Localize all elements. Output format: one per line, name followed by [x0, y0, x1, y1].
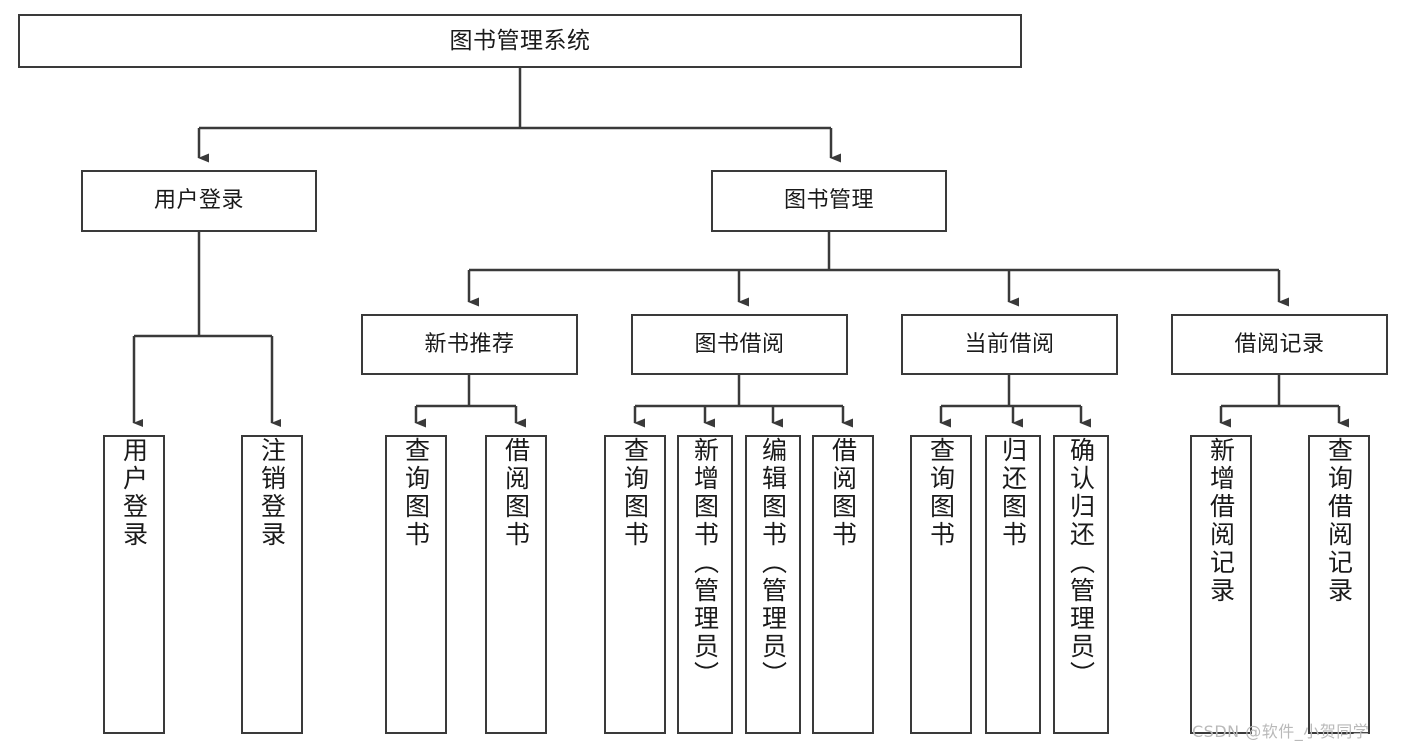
current-borrow-to-leaves-connectors — [939, 375, 1091, 428]
leaf-query-books-current[interactable]: 查询图书 — [910, 435, 972, 734]
node-label: 编辑图书（管理员） — [758, 437, 788, 689]
leaf-borrow-books-newbook[interactable]: 借阅图书 — [485, 435, 547, 734]
leaf-user-login[interactable]: 用户登录 — [103, 435, 165, 734]
node-new-book-recommendation[interactable]: 新书推荐 — [361, 314, 578, 375]
node-label: 注销登录 — [257, 437, 287, 549]
leaf-return-books[interactable]: 归还图书 — [985, 435, 1041, 734]
node-label: 用户登录 — [153, 188, 244, 213]
node-label: 归还图书 — [998, 437, 1028, 549]
node-label: 查询图书 — [620, 437, 650, 549]
leaf-add-book-admin[interactable]: 新增图书（管理员） — [677, 435, 733, 734]
node-label: 借阅图书 — [828, 437, 858, 549]
root-to-level2-connectors — [197, 68, 841, 163]
node-label: 图书管理系统 — [449, 27, 591, 54]
node-book-borrowing[interactable]: 图书借阅 — [631, 314, 848, 375]
leaf-logout[interactable]: 注销登录 — [241, 435, 303, 734]
node-label: 确认归还（管理员） — [1066, 437, 1096, 689]
node-label: 查询借阅记录 — [1324, 437, 1354, 605]
leaf-query-borrow-record[interactable]: 查询借阅记录 — [1308, 435, 1370, 734]
leaf-confirm-return-admin[interactable]: 确认归还（管理员） — [1053, 435, 1109, 734]
borrow-record-to-leaves-connectors — [1219, 375, 1349, 428]
leaf-query-books-borrowing[interactable]: 查询图书 — [604, 435, 666, 734]
node-label: 当前借阅 — [964, 331, 1055, 357]
node-label: 图书借阅 — [694, 331, 785, 357]
node-root-book-management-system[interactable]: 图书管理系统 — [18, 14, 1022, 68]
csdn-watermark: CSDN @软件_小贺同学 — [1192, 722, 1370, 741]
node-label: 借阅图书 — [501, 437, 531, 549]
node-label: 用户登录 — [119, 437, 149, 549]
node-label: 查询图书 — [401, 437, 431, 549]
new-book-to-leaves-connectors — [414, 375, 526, 428]
leaf-edit-book-admin[interactable]: 编辑图书（管理员） — [745, 435, 801, 734]
node-user-login[interactable]: 用户登录 — [81, 170, 317, 232]
node-label: 图书管理 — [783, 188, 874, 213]
book-borrow-to-leaves-connectors — [633, 375, 853, 428]
node-label: 借阅记录 — [1234, 331, 1325, 357]
leaf-query-books-newbook[interactable]: 查询图书 — [385, 435, 447, 734]
user-login-to-leaves-connectors — [132, 232, 281, 427]
node-borrowing-records[interactable]: 借阅记录 — [1171, 314, 1388, 375]
node-book-management[interactable]: 图书管理 — [711, 170, 947, 232]
node-label: 查询图书 — [926, 437, 956, 549]
leaf-borrow-books-borrowing[interactable]: 借阅图书 — [812, 435, 874, 734]
node-label: 新增借阅记录 — [1206, 437, 1236, 605]
node-current-borrowing[interactable]: 当前借阅 — [901, 314, 1118, 375]
node-label: 新书推荐 — [424, 331, 515, 357]
book-mgmt-to-level3-connectors — [467, 232, 1289, 307]
leaf-add-borrow-record[interactable]: 新增借阅记录 — [1190, 435, 1252, 734]
node-label: 新增图书（管理员） — [690, 437, 720, 689]
